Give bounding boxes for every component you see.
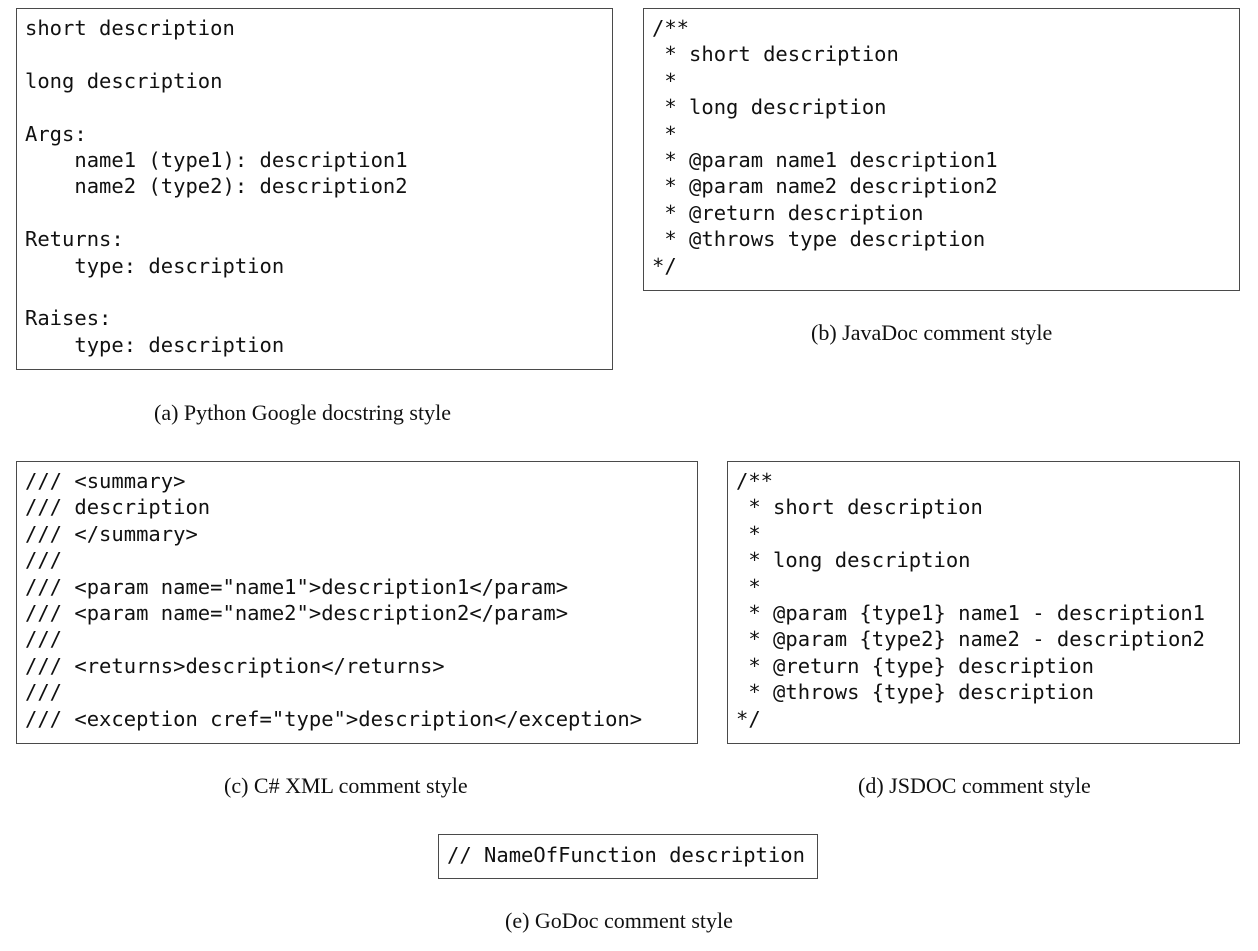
code-line: name2 (type2): description2	[25, 174, 408, 199]
code-line: /// <param name="name2">description2</pa…	[25, 601, 569, 626]
code-line: Args:	[25, 121, 87, 146]
code-line: * @return {type} description	[736, 653, 1094, 678]
code-line: Raises:	[25, 306, 112, 331]
code-line: type: description	[25, 253, 285, 278]
python-docstring-code: short description long description Args:…	[25, 15, 408, 358]
code-line: short description	[25, 16, 235, 40]
javadoc-panel	[643, 8, 1240, 291]
jsdoc-caption: (d) JSDOC comment style	[858, 773, 1091, 798]
code-line: * @param name1 description1	[652, 148, 998, 173]
code-line: /// </summary>	[25, 521, 198, 546]
python-docstring-caption: (a) Python Google docstring style	[154, 400, 451, 425]
code-line: *	[652, 68, 677, 93]
python-docstring-panel	[16, 8, 613, 370]
code-line: *	[736, 521, 761, 546]
code-line: // NameOfFunction description	[447, 843, 805, 867]
code-line: * @param {type2} name2 - description2	[736, 627, 1205, 652]
code-line: * @throws {type} description	[736, 680, 1094, 705]
code-line: /// <returns>description</returns>	[25, 653, 445, 678]
jsdoc-panel	[727, 461, 1240, 744]
javadoc-code: /** * short description * * long descrip…	[652, 15, 998, 279]
code-line: * short description	[652, 42, 899, 67]
code-line: /// description	[25, 495, 211, 520]
jsdoc-code: /** * short description * * long descrip…	[736, 468, 1205, 732]
code-line: /// <param name="name1">description1</pa…	[25, 574, 569, 599]
code-line: name1 (type1): description1	[25, 148, 408, 173]
code-line: *	[652, 121, 677, 146]
code-line: /**	[736, 469, 774, 493]
code-line: ///	[25, 680, 63, 705]
code-line: /**	[652, 16, 690, 40]
code-line: * long description	[652, 95, 887, 120]
code-line: * @param name2 description2	[652, 174, 998, 199]
javadoc-caption: (b) JavaDoc comment style	[811, 320, 1053, 345]
csharp-xml-caption: (c) C# XML comment style	[224, 773, 468, 798]
code-line: /// <exception cref="type">description</…	[25, 706, 643, 731]
code-line: *	[736, 574, 761, 599]
code-line: * long description	[736, 548, 971, 573]
code-line: */	[736, 706, 761, 731]
csharp-xml-panel	[16, 461, 698, 744]
code-line: ///	[25, 627, 63, 652]
csharp-xml-code: /// <summary> /// description /// </summ…	[25, 468, 642, 732]
godoc-code: // NameOfFunction description	[447, 842, 805, 868]
code-line: long description	[25, 68, 223, 93]
code-line: * @return description	[652, 200, 924, 225]
code-line: /// <summary>	[25, 469, 186, 493]
godoc-caption: (e) GoDoc comment style	[505, 908, 733, 933]
code-line: * short description	[736, 495, 983, 520]
code-line: type: description	[25, 332, 285, 357]
code-line: */	[652, 253, 677, 278]
code-line: * @param {type1} name1 - description1	[736, 601, 1205, 626]
godoc-panel	[438, 834, 818, 879]
code-line: Returns:	[25, 227, 124, 252]
code-line: ///	[25, 548, 63, 573]
code-line: * @throws type description	[652, 227, 986, 252]
